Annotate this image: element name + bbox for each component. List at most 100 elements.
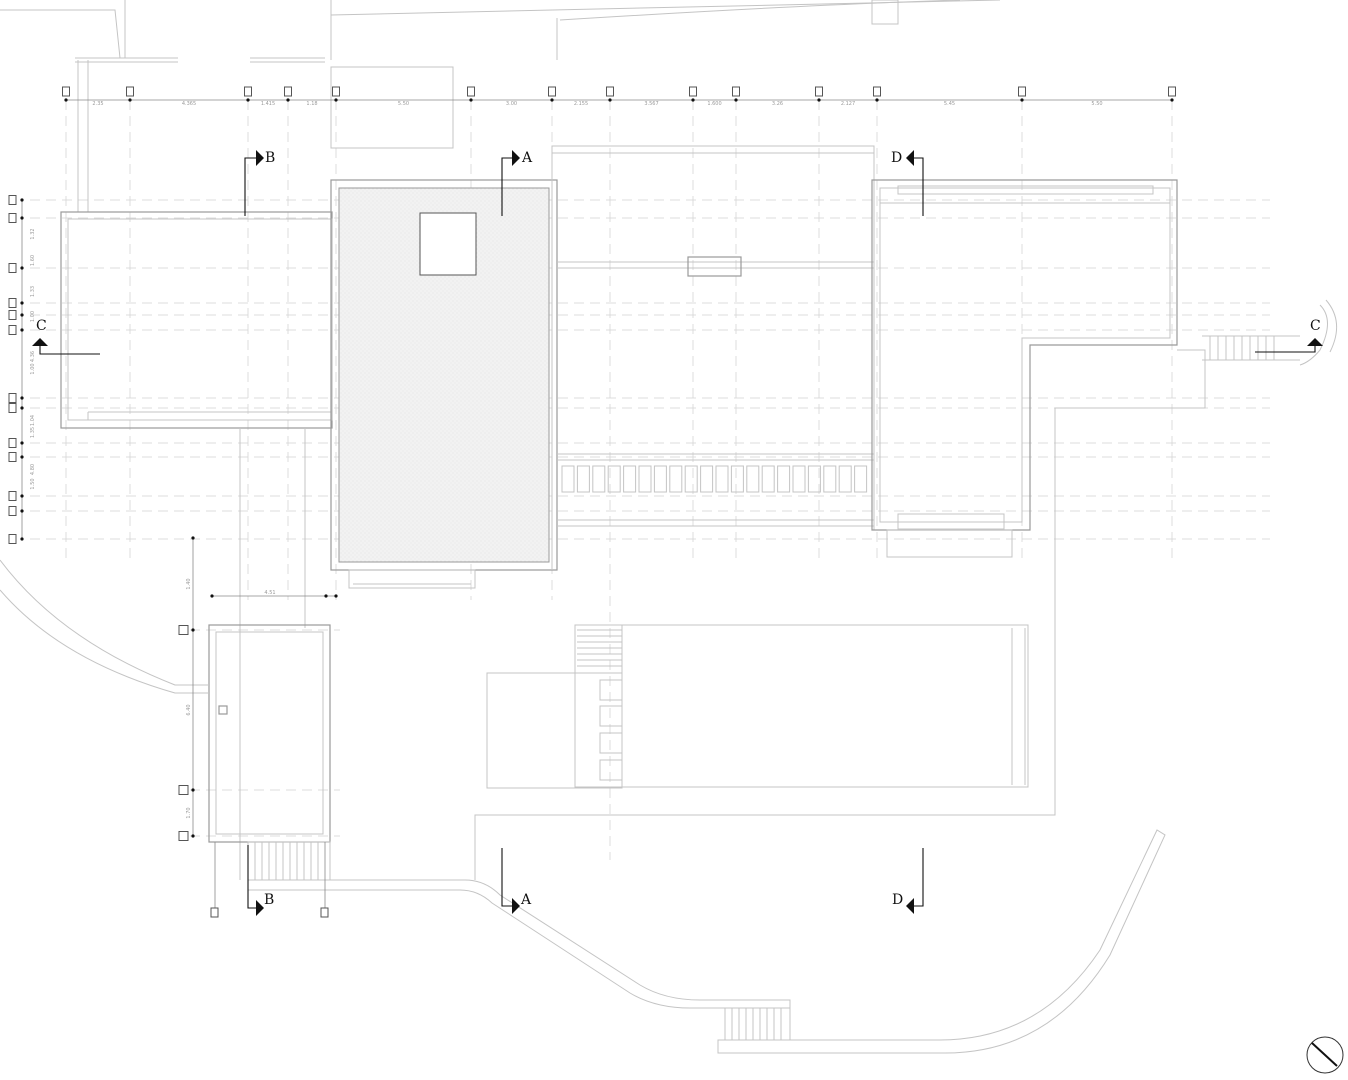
vertical-grid-lines bbox=[65, 100, 1173, 860]
grid-bubble bbox=[8, 403, 17, 413]
dimension-tick bbox=[191, 788, 195, 792]
dimension-tick bbox=[20, 216, 24, 220]
dimension-label: 1.18 bbox=[306, 101, 317, 107]
grid-bubble bbox=[178, 831, 189, 841]
louver bbox=[607, 465, 621, 493]
grid-bubble bbox=[8, 506, 17, 516]
dimension-tick bbox=[1020, 98, 1024, 102]
louver bbox=[838, 465, 852, 493]
section-marker-d-top: D bbox=[891, 150, 924, 216]
dimension-label: 2.155 bbox=[574, 101, 588, 107]
louver bbox=[684, 465, 698, 493]
dimension-tick bbox=[20, 328, 24, 332]
dimension-label: 2.35 bbox=[92, 101, 103, 107]
dimension-tick bbox=[734, 98, 738, 102]
louver bbox=[592, 465, 606, 493]
landscape-paths bbox=[248, 829, 1166, 1054]
dimension-label: 1.35 bbox=[30, 427, 36, 438]
dimension-label: 3.00 bbox=[506, 101, 517, 107]
dimension-tick bbox=[20, 396, 24, 400]
grid-bubble bbox=[8, 452, 17, 462]
section-marker-d-bottom: D bbox=[892, 848, 924, 914]
skylight bbox=[419, 212, 477, 276]
dimension-tick bbox=[469, 98, 473, 102]
section-label-d-top: D bbox=[891, 150, 902, 166]
louver bbox=[561, 465, 575, 493]
dimension-tick bbox=[550, 98, 554, 102]
dimension-tick bbox=[20, 301, 24, 305]
louver bbox=[746, 465, 760, 493]
dimension-tick bbox=[20, 494, 24, 498]
louver bbox=[807, 465, 821, 493]
dimension-label: 1.40 bbox=[186, 578, 192, 589]
dimension-tick bbox=[20, 537, 24, 541]
grid-bubble bbox=[8, 534, 17, 544]
section-label-b-top: B bbox=[265, 150, 275, 166]
grid-bubble bbox=[606, 86, 614, 97]
left-dimension-labels: 1.321.601.331.004.361.001.041.354.801.50 bbox=[30, 228, 36, 489]
dimension-label: 1.04 bbox=[30, 415, 36, 426]
grid-bubble bbox=[244, 86, 252, 97]
louver bbox=[700, 465, 714, 493]
dimension-tick bbox=[20, 198, 24, 202]
dimension-tick bbox=[608, 98, 612, 102]
annex-dimension-chain: 1.404.516.401.70 bbox=[178, 536, 338, 918]
dimension-label: 1.60 bbox=[30, 255, 36, 266]
dimension-tick bbox=[20, 406, 24, 410]
dimension-label: 1.33 bbox=[30, 286, 36, 297]
dimension-tick bbox=[64, 98, 68, 102]
grid-bubble bbox=[178, 625, 189, 635]
grid-bubble bbox=[732, 86, 740, 97]
pool bbox=[486, 624, 1029, 789]
grid-bubble bbox=[8, 438, 17, 448]
louver bbox=[623, 465, 637, 493]
dimension-tick bbox=[191, 834, 195, 838]
louver bbox=[777, 465, 791, 493]
dimension-tick bbox=[1170, 98, 1174, 102]
section-label-c-left: C bbox=[36, 318, 47, 334]
courtyard bbox=[551, 145, 875, 570]
dimension-label: 6.40 bbox=[186, 704, 192, 715]
grid-bubble bbox=[8, 195, 17, 205]
pool-steps bbox=[599, 679, 623, 781]
louver bbox=[823, 465, 837, 493]
dimension-tick bbox=[875, 98, 879, 102]
dimension-tick bbox=[20, 313, 24, 317]
left-grid-bubbles bbox=[8, 195, 24, 544]
louver bbox=[715, 465, 729, 493]
grid-bubble bbox=[548, 86, 556, 97]
dimension-tick bbox=[191, 628, 195, 632]
dimension-label: 5.45 bbox=[944, 101, 955, 107]
grid-bubble bbox=[178, 785, 189, 795]
dimension-label: 1.50 bbox=[30, 478, 36, 489]
dimension-tick bbox=[246, 98, 250, 102]
grid-bubble bbox=[815, 86, 823, 97]
dimension-label: 4.36 bbox=[30, 351, 36, 362]
dimension-tick bbox=[817, 98, 821, 102]
grid-bubble bbox=[8, 310, 17, 320]
annex-building bbox=[0, 559, 331, 881]
dimension-tick bbox=[20, 509, 24, 513]
louver bbox=[576, 465, 590, 493]
grid-bubble bbox=[332, 86, 340, 97]
dimension-label: 3.567 bbox=[644, 101, 658, 107]
section-cuts: B A D C C B bbox=[32, 150, 1323, 916]
left-wing bbox=[60, 211, 333, 880]
section-label-b-bottom: B bbox=[264, 892, 274, 908]
site-context-top bbox=[0, 0, 1001, 212]
section-label-a-top: A bbox=[521, 150, 533, 166]
dimension-tick bbox=[20, 441, 24, 445]
dimension-label: 1.415 bbox=[261, 101, 275, 107]
grid-bubble bbox=[126, 86, 134, 97]
pool-stairs bbox=[577, 625, 623, 673]
louver bbox=[638, 465, 652, 493]
section-marker-b-bottom: B bbox=[247, 845, 274, 916]
dimension-tick bbox=[691, 98, 695, 102]
louver-row bbox=[561, 465, 868, 493]
garden-stairs bbox=[724, 1007, 791, 1041]
grid-bubble bbox=[8, 325, 17, 335]
dimension-label: 5.50 bbox=[1091, 101, 1102, 107]
